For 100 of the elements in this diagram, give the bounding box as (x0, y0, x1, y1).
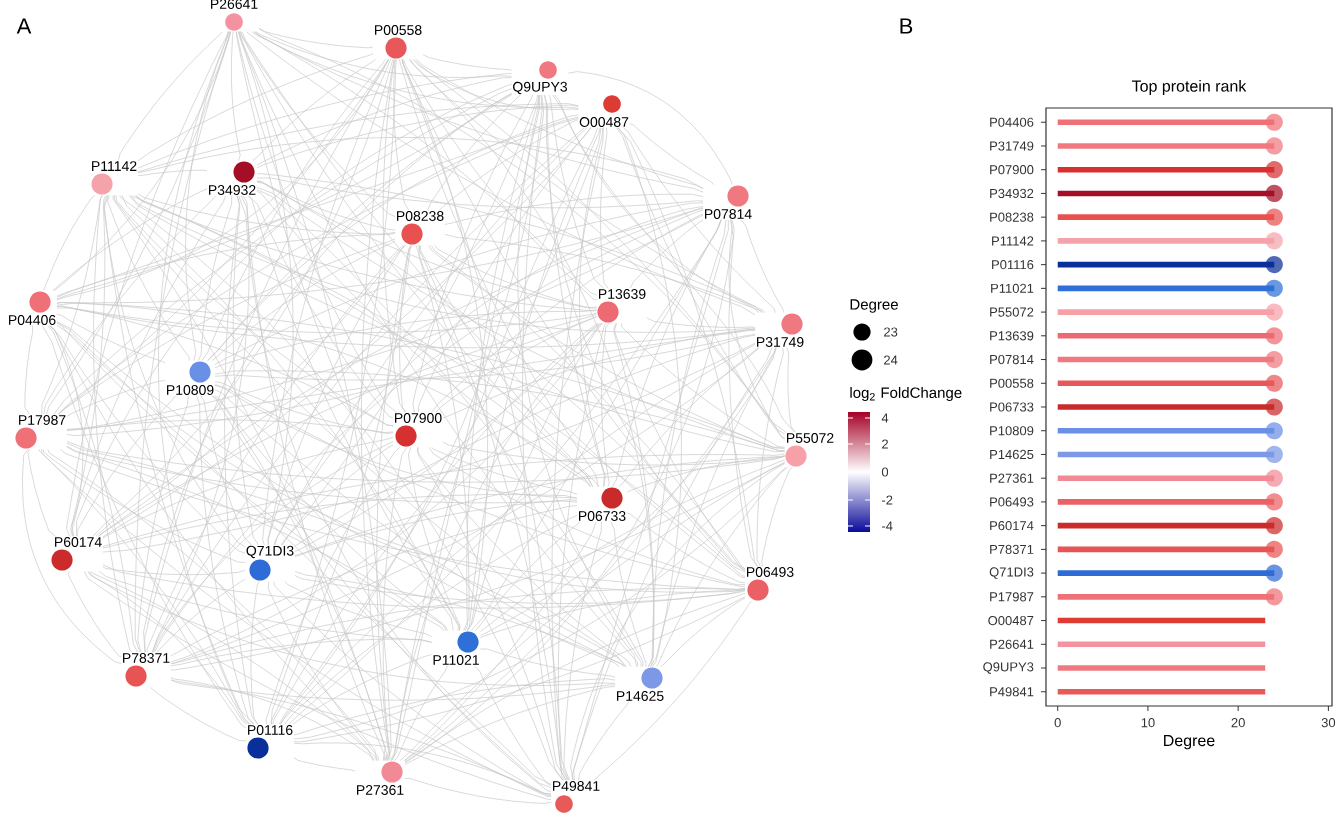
edge-line (66, 380, 166, 417)
edge-line (121, 195, 461, 631)
edge-line (391, 323, 601, 761)
edge-line (568, 71, 733, 185)
edge-line (409, 59, 762, 313)
edge-line (107, 195, 190, 361)
edge-line (418, 127, 592, 413)
edge-line (137, 137, 704, 189)
edge-line (761, 467, 793, 567)
edge-line (573, 219, 729, 781)
edge-line (294, 499, 578, 557)
edge-line (115, 195, 394, 427)
edge-line (390, 94, 540, 761)
edge-line (47, 325, 138, 653)
x-axis-title: Degree (1164, 734, 1215, 750)
edge-line (626, 512, 746, 583)
edge-line (740, 219, 785, 313)
edge-line (294, 334, 756, 547)
edge-line (118, 31, 223, 161)
edge-line (47, 449, 378, 761)
edge-line (170, 462, 785, 671)
edge-line (137, 169, 208, 176)
edge-line (579, 127, 606, 487)
edge-line (56, 321, 620, 667)
edge-line (92, 59, 394, 537)
edge-line (610, 521, 647, 667)
edge-line (224, 195, 258, 725)
edge-line (102, 342, 756, 553)
edge-line (593, 601, 753, 781)
edge-line (241, 31, 746, 579)
edge-line (292, 654, 432, 725)
edge-line (563, 521, 602, 781)
edge-line (129, 195, 756, 333)
edge-line (256, 180, 746, 570)
edge-line (256, 104, 579, 169)
edge-line (151, 195, 250, 653)
edge-line (66, 445, 448, 631)
edge-line (102, 566, 246, 575)
edge-line (71, 195, 226, 537)
edge-line (58, 238, 396, 415)
edge-line (274, 206, 704, 546)
edge-line (52, 188, 208, 291)
edge-line (272, 323, 598, 725)
edge-line (403, 59, 597, 301)
edge-line (153, 441, 394, 653)
edge-line (56, 305, 394, 427)
edge-line (143, 93, 512, 653)
edge-line (389, 127, 599, 761)
edge-line (293, 757, 356, 772)
edge-line (293, 467, 787, 740)
edge-line (646, 317, 756, 328)
edge-line (56, 94, 512, 300)
edge-line (420, 245, 599, 487)
edge-line (90, 571, 377, 761)
edge-line (53, 88, 512, 415)
edge-line (150, 687, 247, 742)
edge-line (428, 245, 785, 449)
edge-line (267, 245, 406, 546)
edge-line (93, 195, 133, 653)
edge-line (401, 59, 570, 781)
edge-line (60, 449, 746, 590)
edge-line (170, 677, 375, 761)
edge-line (616, 127, 785, 440)
edge-line (650, 219, 727, 667)
edge-line (170, 588, 746, 665)
panel-letter: B (900, 18, 913, 34)
edge-line (444, 234, 764, 313)
edge-line (293, 596, 746, 743)
edge-line (235, 31, 459, 631)
edge-line (84, 571, 552, 800)
edge-line (578, 701, 630, 781)
edge-line (404, 778, 552, 804)
edge-line (417, 447, 632, 667)
edge-line (22, 449, 122, 664)
edge-line (236, 31, 397, 413)
edge-line (281, 94, 538, 546)
edge-line (442, 329, 756, 419)
edge-line (154, 209, 704, 653)
edge-line (211, 240, 396, 361)
edge-line (434, 245, 597, 309)
edge-line (238, 31, 639, 667)
edge-line (660, 597, 746, 667)
edge-line (131, 195, 593, 487)
edge-line (170, 679, 552, 795)
edge-line (137, 53, 374, 162)
edge-line (255, 31, 512, 78)
edge-line (480, 648, 616, 678)
edge-line (56, 307, 597, 334)
edge-line (146, 245, 404, 653)
edge-line (273, 127, 588, 546)
edge-line (404, 592, 746, 763)
edge-line (170, 679, 616, 701)
edge-line (382, 447, 408, 761)
edge-line (56, 207, 704, 304)
edge-line (623, 127, 776, 313)
edge-line (170, 505, 578, 657)
edge-line (98, 245, 405, 537)
edge-line (214, 202, 704, 365)
edge-line (67, 571, 122, 658)
edge-line (417, 447, 564, 781)
